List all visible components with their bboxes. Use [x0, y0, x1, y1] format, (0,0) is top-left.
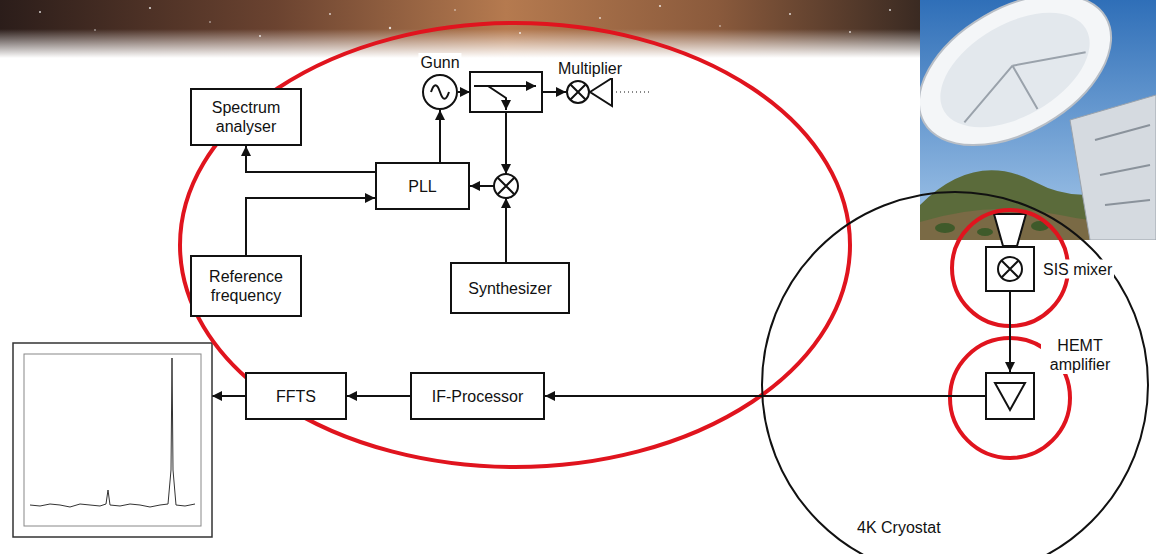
label-holder: Multiplier — [556, 59, 624, 78]
box-label: Synthesizer — [468, 279, 552, 298]
signal-arrow — [246, 198, 375, 255]
oscillator-circle: Gunn — [422, 74, 458, 110]
label-holder: SIS mixer — [1041, 260, 1114, 279]
coupler-branch-arrow — [488, 86, 506, 110]
enclosure-label: 4K Cryostat — [855, 518, 943, 537]
process-box: IF-Processor — [410, 372, 545, 420]
lo-chain-wiring — [212, 72, 1026, 396]
highlight-rings — [180, 23, 1070, 467]
signal-arrow — [542, 91, 566, 93]
label-holder: Gunn — [418, 53, 461, 72]
signal-arrow — [505, 198, 507, 262]
process-box: Spectrum analyser — [190, 88, 302, 146]
mount-struts — [1095, 125, 1150, 205]
signal-arrow — [545, 395, 985, 397]
sis-outline — [987, 248, 1033, 290]
component-label: Gunn — [418, 53, 461, 72]
directional-coupler — [470, 72, 542, 112]
amp-outline — [987, 374, 1033, 418]
spectrum-trace — [30, 358, 195, 507]
feed-horn — [590, 78, 612, 106]
highlight-ellipse — [180, 23, 850, 467]
signal-arrow — [505, 112, 507, 174]
component-label: HEMT amplifier — [1041, 336, 1119, 374]
dish — [920, 0, 1137, 176]
box-label: PLL — [408, 177, 436, 196]
box-label: IF-Processor — [432, 387, 524, 406]
signal-arrow — [439, 110, 441, 162]
box-label: FFTS — [276, 387, 316, 406]
amplifier-box: HEMT amplifier — [985, 372, 1035, 420]
signal-arrow — [458, 91, 470, 93]
beam-dots — [616, 92, 650, 93]
banner-ground — [0, 0, 920, 58]
component-label: SIS mixer — [1041, 260, 1114, 279]
cryostat-circle: 4K Cryostat SIS mixerHEMT amplifier — [760, 190, 1150, 554]
box-label: Spectrum analyser — [198, 98, 294, 136]
label-holder: 4K Cryostat — [855, 518, 943, 537]
telescope-photo — [920, 0, 1156, 240]
process-box: Reference frequency — [190, 255, 302, 317]
process-box: PLL — [375, 162, 470, 210]
banner-fade — [0, 0, 920, 58]
multiplier-symbol: Multiplier — [566, 80, 590, 104]
label-holder: HEMT amplifier — [1041, 336, 1119, 374]
signal-arrow — [347, 395, 410, 397]
mixer-cross — [498, 178, 515, 195]
cross-outline — [566, 80, 590, 104]
mixer-box: SIS mixer — [985, 246, 1035, 292]
space-banner — [0, 0, 920, 58]
signal-arrow — [1009, 292, 1011, 372]
display-frame — [13, 343, 212, 537]
signal-arrow — [470, 185, 494, 187]
component-label: Multiplier — [556, 59, 624, 78]
dish-mount — [1070, 95, 1156, 240]
plot-frame — [24, 354, 201, 526]
osc-outline — [422, 74, 458, 110]
signal-arrow — [246, 146, 375, 172]
spectrum-display — [13, 343, 212, 537]
process-box: FFTS — [245, 372, 347, 420]
feed-horn — [994, 214, 1026, 246]
box-label: Reference frequency — [198, 267, 294, 305]
shrubs — [935, 221, 1049, 236]
process-box: Synthesizer — [450, 262, 570, 314]
coupler-through-arrow — [474, 85, 536, 87]
signal-arrow — [212, 395, 245, 397]
mixer-symbol — [494, 174, 518, 198]
